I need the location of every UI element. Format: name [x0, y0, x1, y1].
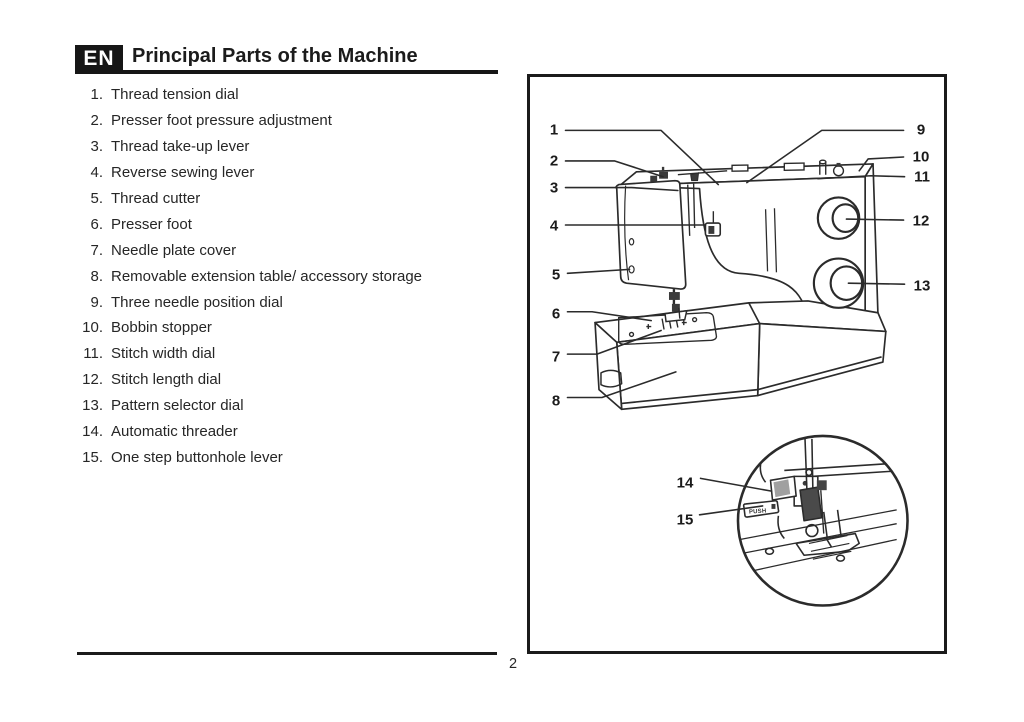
list-item: 10. Bobbin stopper	[75, 315, 485, 341]
part-number: 6.	[90, 215, 103, 233]
part-number: 13.	[82, 397, 103, 415]
part-text: One step buttonhole lever	[111, 448, 283, 466]
machine-head	[615, 166, 687, 290]
push-label: PUSH	[748, 508, 767, 516]
list-item: 9. Three needle position dial	[75, 289, 485, 315]
part-number: 9.	[90, 293, 103, 311]
detail-inset	[736, 434, 909, 607]
part-text: Stitch width dial	[111, 345, 216, 363]
part-text: Pattern selector dial	[111, 397, 244, 415]
callout-label: 1	[549, 121, 559, 139]
part-number: 11.	[83, 345, 103, 363]
list-item: 2. Presser foot pressure adjustment	[75, 108, 485, 134]
part-number: 15.	[82, 448, 103, 466]
part-number: 8.	[90, 267, 103, 285]
part-text: Removable extension table/ accessory sto…	[111, 267, 423, 285]
part-text: Presser foot pressure adjustment	[111, 112, 332, 130]
callout-label: 14	[676, 474, 694, 492]
leader-lines	[564, 129, 906, 516]
needle-plate-cover	[618, 312, 718, 345]
part-text: Three needle position dial	[111, 293, 283, 311]
callout-label: 7	[551, 348, 561, 366]
callout-label: 8	[551, 392, 561, 410]
callout-label: 6	[551, 305, 561, 323]
callout-label: 2	[549, 152, 559, 170]
callout-label: 13	[913, 277, 931, 295]
callout-label: 9	[916, 121, 926, 139]
part-text: Automatic threader	[111, 423, 238, 441]
callout-label: 3	[549, 179, 559, 197]
list-item: 13. Pattern selector dial	[75, 393, 485, 419]
part-number: 5.	[90, 190, 103, 207]
list-item: 6. Presser foot	[75, 211, 485, 237]
page-number: 2	[508, 656, 518, 672]
callout-label: 4	[549, 217, 559, 235]
part-number: 3.	[90, 138, 103, 156]
part-number: 2.	[90, 112, 103, 130]
sewing-machine-illustration	[564, 129, 909, 607]
list-item: 3. Thread take-up lever	[75, 134, 485, 160]
language-badge: EN	[75, 45, 123, 73]
part-text: Reverse sewing lever	[111, 164, 255, 182]
part-number: 10.	[82, 319, 103, 337]
callout-label: 5	[551, 266, 561, 284]
part-text: Thread cutter	[111, 190, 201, 207]
dials	[812, 196, 865, 309]
list-item: 1. Thread tension dial	[75, 82, 485, 108]
parts-list: 1. Thread tension dial 2. Presser foot pre…	[75, 82, 485, 470]
front-panel-lines	[764, 208, 778, 273]
top-fittings	[677, 159, 845, 177]
machine-body	[594, 163, 887, 411]
page-title: Principal Parts of the Machine	[132, 45, 418, 67]
part-text: Thread tension dial	[111, 86, 239, 104]
list-item: 15. One step buttonhole lever	[75, 444, 485, 470]
part-number: 4.	[90, 164, 103, 182]
list-item: 8. Removable extension table/ accessory s…	[75, 263, 485, 289]
part-number: 7.	[90, 241, 103, 259]
part-number: 12.	[82, 371, 103, 389]
list-item: 7. Needle plate cover	[75, 237, 485, 263]
list-item: 12. Stitch length dial	[75, 367, 485, 393]
part-text: Stitch length dial	[111, 371, 222, 389]
list-item: 5. Thread cutter	[75, 186, 485, 212]
part-text: Bobbin stopper	[111, 319, 212, 337]
list-item: 4. Reverse sewing lever	[75, 160, 485, 186]
part-number: 14.	[82, 423, 103, 441]
callout-label: 10	[912, 148, 930, 166]
callout-label: 11	[914, 168, 930, 186]
part-number: 1.	[90, 86, 103, 104]
part-text: Needle plate cover	[111, 241, 237, 259]
list-item: 14. Automatic threader	[75, 419, 485, 445]
title-underline	[75, 70, 498, 74]
callout-label: 12	[912, 212, 930, 230]
footer-rule	[77, 652, 497, 655]
needle-area	[664, 289, 688, 323]
callout-label: 15	[676, 511, 694, 529]
part-text: Presser foot	[111, 215, 192, 233]
list-item: 11. Stitch width dial	[75, 341, 485, 367]
reverse-lever	[704, 211, 722, 237]
part-text: Thread take-up lever	[111, 138, 250, 156]
diagram-box: 1 2 3 4 5 6 7 8 9 10 11 12 13 14 15 PUSH	[527, 74, 947, 654]
